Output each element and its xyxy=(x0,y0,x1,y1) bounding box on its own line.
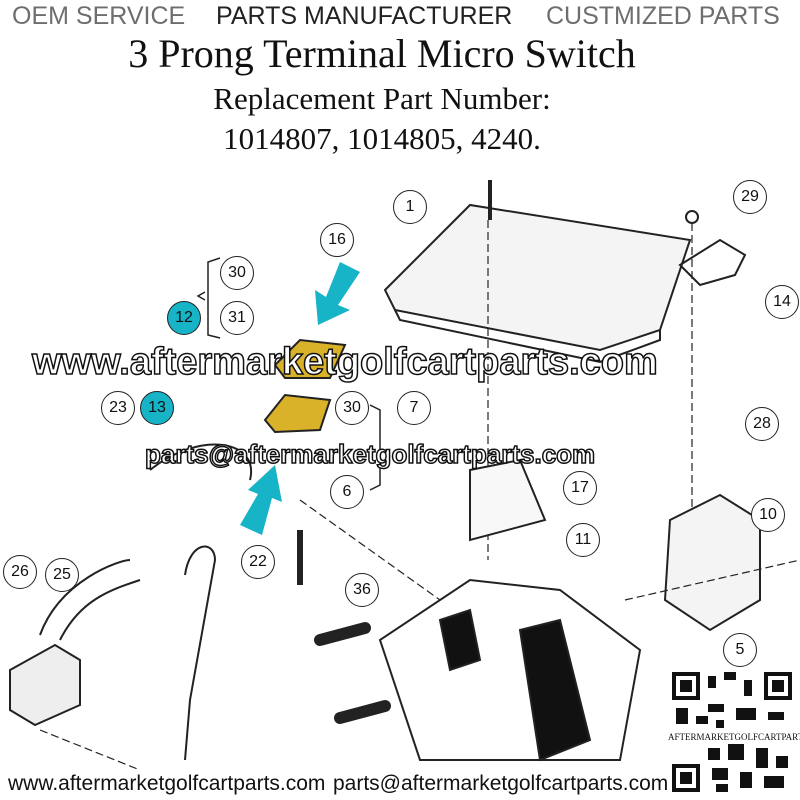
callout-22: 22 xyxy=(241,545,275,579)
qr-caption: AFTERMARKETGOLFCARTPARTS xyxy=(668,732,800,743)
callout-17: 17 xyxy=(563,471,597,505)
arrow-up xyxy=(240,465,282,535)
footer-email: parts@aftermarketgolfcartparts.com xyxy=(333,772,669,795)
solenoid xyxy=(663,493,761,632)
callout-25: 25 xyxy=(45,558,79,592)
callout-7: 7 xyxy=(397,391,431,425)
resistor-block xyxy=(9,643,81,727)
callout-5: 5 xyxy=(723,633,757,667)
arrow-down xyxy=(315,262,360,325)
footer-url: www.aftermarketgolfcartparts.com xyxy=(8,772,326,795)
callout-23: 23 xyxy=(101,391,135,425)
callout-31: 31 xyxy=(220,301,254,335)
sector-gear xyxy=(469,458,547,542)
callout-16: 16 xyxy=(320,223,354,257)
watermark-email: parts@aftermarketgolfcartparts.com xyxy=(144,439,596,469)
callout-13: 13 xyxy=(140,391,174,425)
subtitle: Replacement Part Number: xyxy=(213,81,551,116)
callout-6: 6 xyxy=(330,475,364,509)
banner-customized-parts: CUSTMIZED PARTS xyxy=(546,2,780,30)
callout-10: 10 xyxy=(751,498,785,532)
micro-switch-upper xyxy=(273,338,347,379)
micro-switch-lower xyxy=(263,393,332,434)
callout-36: 36 xyxy=(345,573,379,607)
watermark-url: www.aftermarketgolfcartparts.com xyxy=(31,340,658,383)
controller-housing xyxy=(378,578,642,761)
page-title: 3 Prong Terminal Micro Switch xyxy=(128,31,636,76)
banner-parts-manufacturer: PARTS MANUFACTURER xyxy=(216,2,513,30)
callout-30b: 30 xyxy=(335,391,369,425)
callout-29: 29 xyxy=(733,180,767,214)
controller-cover xyxy=(383,203,692,352)
callout-28: 28 xyxy=(745,407,779,441)
callout-14: 14 xyxy=(765,285,799,319)
callout-30: 30 xyxy=(220,256,254,290)
bracket-14 xyxy=(678,238,747,287)
callout-26: 26 xyxy=(3,555,37,589)
banner-oem-service: OEM SERVICE xyxy=(12,2,186,30)
callout-12: 12 xyxy=(167,301,201,335)
callout-11: 11 xyxy=(566,523,600,557)
callout-1: 1 xyxy=(393,190,427,224)
part-numbers: 1014807, 1014805, 4240. xyxy=(223,121,541,156)
